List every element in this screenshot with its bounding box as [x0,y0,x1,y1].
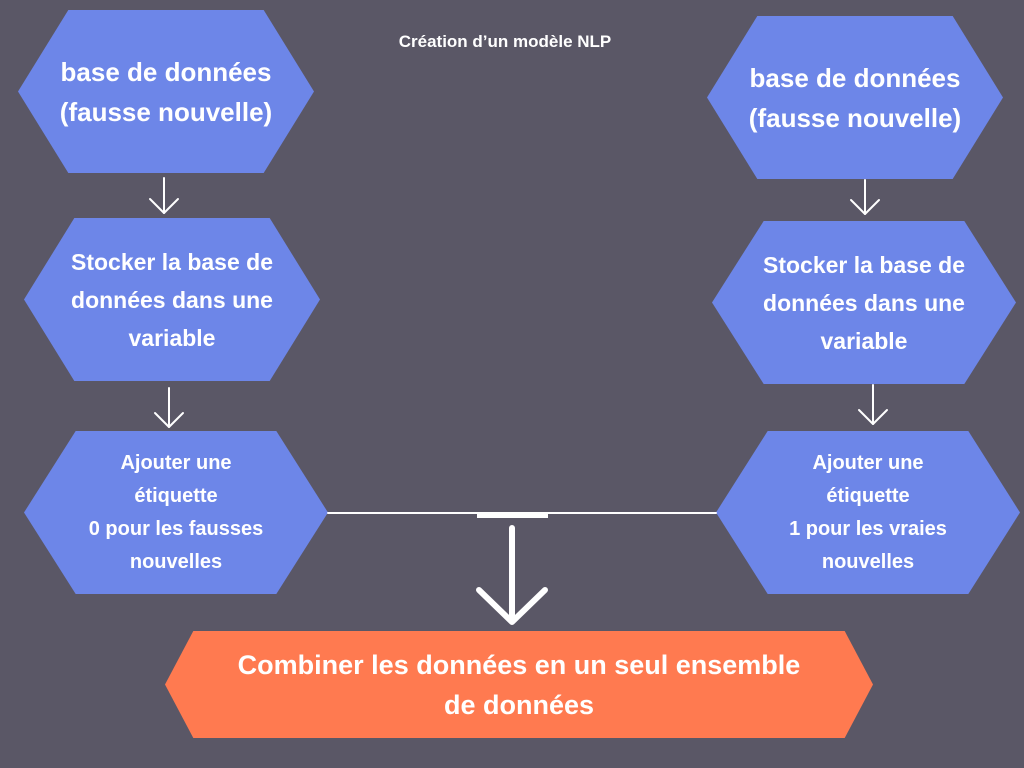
merge-junction [477,513,548,518]
diagram-title: Création d’un modèle NLP [398,32,612,51]
left-arrow-1-icon [149,177,179,214]
left-label-text: Ajouter une étiquette 0 pour les fausses… [88,451,264,573]
right-label-text: Ajouter une étiquette 1 pour les vraies … [789,451,947,573]
left-label-node: Ajouter une étiquette 0 pour les fausses… [24,431,328,594]
right-database-node: base de données (fausse nouvelle) [707,16,1003,179]
right-store-node: Stocker la base de données dans une vari… [712,221,1016,384]
left-database-label: base de données (fausse nouvelle) [59,56,273,127]
left-store-label: Stocker la base de données dans une vari… [71,248,273,351]
right-label-node: Ajouter une étiquette 1 pour les vraies … [716,431,1020,594]
right-store-label: Stocker la base de données dans une vari… [763,251,965,354]
right-arrow-1-icon [850,179,880,215]
left-arrow-2-icon [154,387,184,428]
left-store-node: Stocker la base de données dans une vari… [24,218,320,381]
right-arrow-2-icon [858,384,888,425]
combine-label: Combiner les données en un seul ensemble… [237,649,801,720]
right-database-label: base de données (fausse nouvelle) [748,62,962,133]
combine-node: Combiner les données en un seul ensemble… [165,631,873,738]
left-database-node: base de données (fausse nouvelle) [18,10,314,173]
merge-arrow-icon [476,525,548,625]
